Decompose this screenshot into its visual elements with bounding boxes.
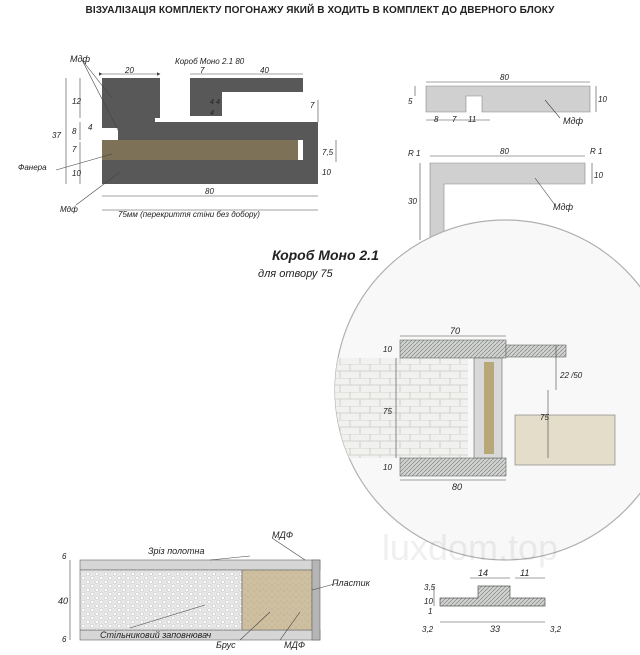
dim-install-10a: 10 [383,345,392,354]
dim-install-75b: 75 [540,413,549,422]
dim-gasket-3-2b: 3,2 [550,625,562,634]
dim-8: 8 [72,127,77,136]
dim-trim-80a: 80 [500,73,509,82]
gasket-profile-drawing: 14 11 3,5 10 1 3,2 33 3,2 [422,568,562,634]
mdf-top-left [102,78,160,128]
label-leaf-cut: Зріз полотна [148,546,205,556]
label-trim-mdf-1: Мдф [563,116,583,126]
dim-trim-5: 5 [408,97,413,106]
mdf-middle [118,122,318,140]
label-plastic: Пластик [332,578,371,588]
dim-door-6b: 6 [62,635,67,644]
label-door-mdf: МДФ [272,530,293,540]
product-subtitle: для отвору 75 [258,268,334,280]
dim-37: 37 [52,131,61,140]
brick-wall [335,358,468,458]
page-header: ВІЗУАЛІЗАЦІЯ КОМПЛЕКТУ ПОГОНАЖУ ЯКИЙ В Х… [85,5,555,16]
dim-trim-7: 7 [452,115,457,124]
dim-7-5: 7,5 [322,148,334,157]
dim-4c: 4 [210,110,214,117]
installation-view: 70 10 75 10 80 22 /50 75 [334,219,640,561]
dim-gasket-3-5: 3,5 [424,583,436,592]
mdf-top-right [190,78,303,116]
dim-door-6a: 6 [62,552,67,561]
dim-gasket-33: 33 [490,624,500,634]
plywood-layer [102,140,298,160]
dim-gasket-11: 11 [520,568,529,578]
dim-gasket-10: 10 [424,597,433,606]
dim-trim-30: 30 [408,197,417,206]
dim-gasket-14: 14 [478,568,488,578]
label-bar: Брус [216,640,236,650]
door-leaf-drawing: 6 40 6 Зріз полотна МДФ Пластик Стільник… [58,530,371,650]
door-leaf-section [514,414,616,466]
dim-40: 40 [260,66,269,75]
trim-profiles-drawing: 80 5 8 7 11 10 Мдф R 1 80 R 1 10 30 3 Мд… [408,73,607,242]
dim-80: 80 [205,187,214,196]
dim-10: 10 [72,169,81,178]
dim-install-70: 70 [450,326,460,336]
label-r1a: R 1 [408,149,420,158]
dim-install-80: 80 [452,482,462,492]
label-honeycomb: Стільниковий заповнювач [100,630,211,640]
dim-trim-10a: 10 [598,95,607,104]
dim-trim-80b: 80 [500,147,509,156]
label-door-mdf-2: МДФ [284,640,305,650]
mdf-bottom [102,160,318,184]
dim-7b: 7 [310,101,315,110]
dim-install-10b: 10 [383,463,392,472]
dim-7: 7 [200,66,205,75]
label-box-name: Короб Моно 2.1 80 [175,57,245,66]
label-mdf-top: Мдф [70,54,90,64]
dim-install-75: 75 [383,407,392,416]
dim-trim-11: 11 [468,115,476,124]
trim-profile-1 [425,85,591,113]
label-mdf-bottom: Мдф [60,205,78,214]
dim-install-22-50: 22 /50 [559,371,583,380]
dim-trim-10b: 10 [594,171,603,180]
wood-bar [241,569,313,631]
dim-12: 12 [72,97,81,106]
label-plywood: Фанера [18,163,47,172]
label-trim-mdf-2: Мдф [553,202,573,212]
dim-door-40: 40 [58,596,68,606]
dim-10b: 10 [322,168,331,177]
dim-4a: 4 [88,123,93,132]
dim-4b: 4 [210,99,214,106]
dim-trim-8: 8 [434,115,439,124]
product-title: Короб Моно 2.1 [272,247,379,263]
dim-gasket-1: 1 [428,607,432,616]
dim-gasket-3-2a: 3,2 [422,625,434,634]
note-75mm: 75мм (перекриття стіни без добору) [118,210,260,219]
watermark: luxdom.top [382,527,558,568]
label-r1b: R 1 [590,147,602,156]
dim-4d: 4 [216,99,220,106]
box-profile-drawing: Мдф Короб Моно 2.1 80 Фанера Мдф 75мм (п… [18,54,337,219]
dim-20: 20 [124,66,134,75]
honeycomb-fill [79,569,243,631]
dim-7c: 7 [72,145,77,154]
gasket-profile [439,585,546,607]
